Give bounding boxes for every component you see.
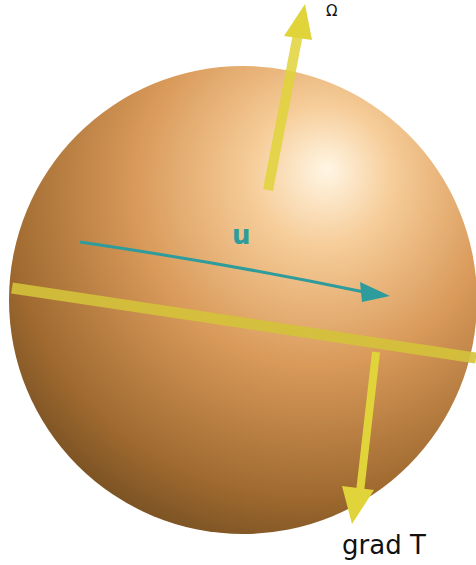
- u-shaft: [80, 242, 364, 292]
- velocity-label: u: [232, 222, 251, 248]
- omega-shaft: [268, 34, 298, 190]
- gradt-shaft: [360, 352, 376, 492]
- sphere: [9, 66, 476, 534]
- gradt-arrowhead: [342, 486, 374, 524]
- omega-arrowhead: [284, 4, 312, 40]
- axis-label: Ω: [326, 4, 337, 19]
- band: [12, 288, 476, 358]
- u-arrowhead: [360, 282, 390, 302]
- gradient-label: grad T: [342, 532, 426, 558]
